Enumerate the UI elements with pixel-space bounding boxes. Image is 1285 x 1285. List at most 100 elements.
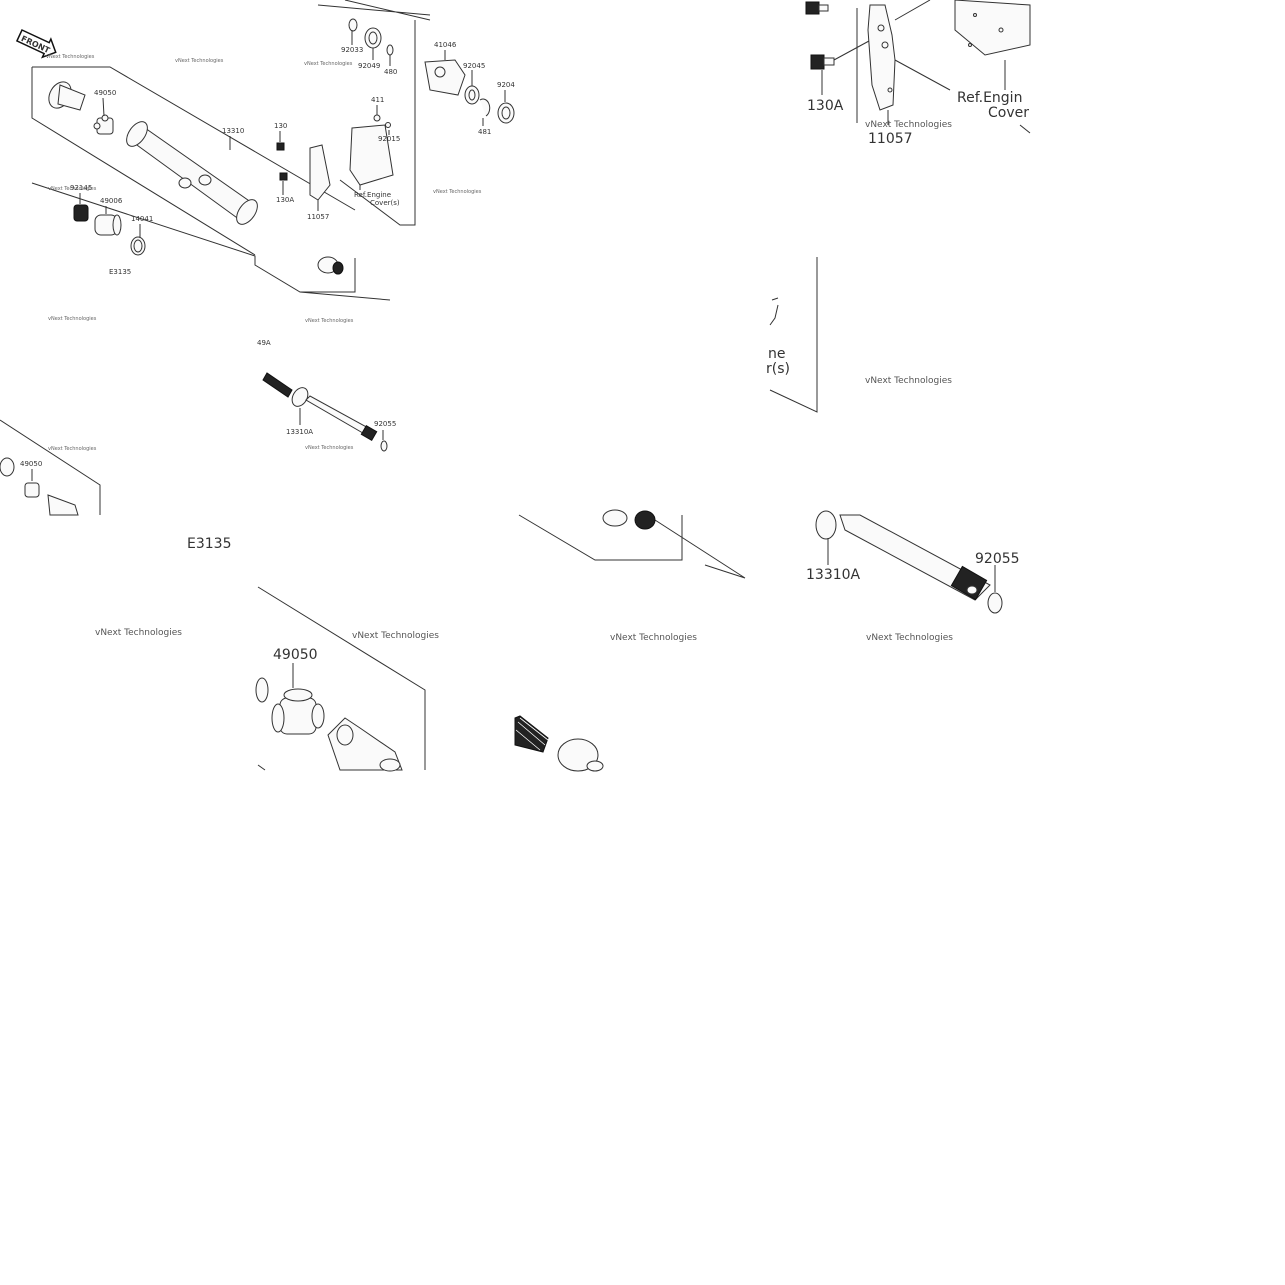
bolt-130A — [279, 172, 288, 181]
label-ref-cover-zoom: Cover — [988, 105, 1029, 121]
label-13310A-zoom: 13310A — [806, 567, 861, 583]
tile-ref-partial: ne r(s) vNext Technologies — [766, 257, 952, 413]
rear-clip — [317, 256, 344, 275]
label-480: 480 — [384, 68, 397, 76]
watermark: vNext Technologies — [865, 376, 952, 386]
label-92055-zoom: 92055 — [975, 551, 1020, 567]
label-ref-partial-2: r(s) — [766, 361, 790, 377]
frame-line — [654, 519, 746, 579]
tile-shaft-zoom: 13310A 92055 vNext Technologies — [806, 510, 1020, 643]
watermark: vNext Technologies — [95, 628, 182, 638]
label-92045: 92045 — [463, 62, 485, 70]
watermark: vNext Technologies — [305, 318, 354, 324]
tile-shaft-small: 49A 13310A 92055 vNext Technologies — [257, 339, 396, 452]
snap-ring-481 — [479, 98, 491, 117]
label-41046: 41046 — [434, 41, 457, 49]
boot-92145 — [73, 204, 89, 222]
tile-bracket-zoom: 130A 11057 Ref.Engin Cover vNext Technol… — [805, 0, 1031, 147]
leader-lines — [299, 408, 384, 440]
frame-line — [317, 0, 431, 21]
frame-line — [31, 67, 256, 256]
label-92015: 92015 — [378, 135, 400, 143]
seal-92049 — [364, 27, 382, 49]
bracket-11057-zoom — [867, 4, 896, 111]
leader-lines — [827, 538, 996, 592]
watermark: vNext Technologies — [865, 120, 952, 130]
frame-line — [257, 586, 426, 770]
bolt-130A-upper — [805, 1, 829, 15]
label-481: 481 — [478, 128, 491, 136]
tile-yoke-small: 49050 vNext Technologies — [0, 419, 101, 516]
label-92055: 92055 — [374, 420, 396, 428]
frame-line — [300, 258, 356, 293]
yoke-zoom — [327, 717, 403, 772]
frame-line — [257, 764, 266, 771]
part-edge — [769, 297, 779, 326]
oring-480 — [386, 44, 394, 56]
frame-line — [32, 66, 356, 211]
diagram-code-zoom: E3135 — [187, 536, 231, 552]
watermark: vNext Technologies — [48, 316, 97, 322]
clamp-14041 — [130, 236, 146, 256]
label-130: 130 — [274, 122, 287, 130]
label-130A-zoom: 130A — [807, 98, 844, 114]
bolt-92015 — [385, 122, 391, 128]
front-yoke — [48, 81, 86, 111]
label-13310: 13310 — [222, 127, 244, 135]
bracket-11057 — [309, 124, 394, 201]
tile-overview: FRONT — [15, 0, 515, 324]
bolt-130 — [276, 142, 285, 151]
tile-clip-zoom: vNext Technologies — [518, 509, 746, 643]
label-92049: 92049 — [358, 62, 380, 70]
watermark: vNext Technologies — [866, 633, 953, 643]
frame-line — [0, 419, 101, 515]
watermark: vNext Technologies — [175, 58, 224, 64]
frame-line — [769, 257, 818, 413]
bolt-130A-lower — [810, 54, 835, 70]
seal-9204 — [497, 102, 515, 124]
engine-cover-plate — [954, 0, 1031, 56]
watermark: vNext Technologies — [352, 631, 439, 641]
label-9204: 9204 — [497, 81, 515, 89]
label-49A: 49A — [257, 339, 271, 347]
label-ref-partial-1: ne — [768, 346, 786, 362]
leader-lines — [79, 30, 506, 238]
watermark: vNext Technologies — [610, 633, 697, 643]
leader-lines — [821, 70, 889, 125]
label-49050: 49050 — [94, 89, 116, 97]
bearing-92045 — [464, 85, 480, 105]
label-ref-engine-zoom: Ref.Engin — [957, 90, 1022, 106]
tile-spline-zoom — [514, 715, 604, 772]
label-ref-cover: Cover(s) — [370, 199, 400, 207]
label-13310A: 13310A — [286, 428, 313, 436]
oring-92033 — [348, 18, 358, 32]
nut-411 — [373, 114, 381, 122]
label-11057-zoom: 11057 — [868, 131, 913, 147]
label-11057: 11057 — [307, 213, 329, 221]
watermark: vNext Technologies — [46, 54, 95, 60]
universal-joint-49050-zoom — [271, 688, 325, 735]
tile-code: E3135 vNext Technologies — [95, 536, 231, 638]
watermark: vNext Technologies — [48, 186, 97, 192]
tile-yoke-zoom: 49050 vNext Technologies — [255, 586, 439, 772]
label-ref-engine: Ref.Engine — [354, 191, 391, 199]
label-49050-zoom: 49050 — [273, 647, 318, 663]
universal-joint-49050-small — [24, 482, 40, 498]
watermark: vNext Technologies — [305, 445, 354, 451]
housing-41046 — [424, 59, 466, 96]
label-92145: 92145 — [70, 184, 92, 192]
label-92033: 92033 — [341, 46, 363, 54]
drive-shaft-13310 — [126, 121, 258, 225]
frame-line — [339, 20, 416, 226]
leader-lines — [894, 59, 1031, 134]
output-shaft-13310A-zoom — [815, 510, 1003, 614]
label-49050-small: 49050 — [20, 460, 42, 468]
label-14041: 14041 — [131, 215, 153, 223]
frame-line — [31, 182, 391, 301]
output-shaft-13310A — [262, 372, 388, 452]
diagram-code: E3135 — [109, 268, 131, 276]
label-411: 411 — [371, 96, 384, 104]
universal-joint-49050 — [93, 114, 114, 135]
